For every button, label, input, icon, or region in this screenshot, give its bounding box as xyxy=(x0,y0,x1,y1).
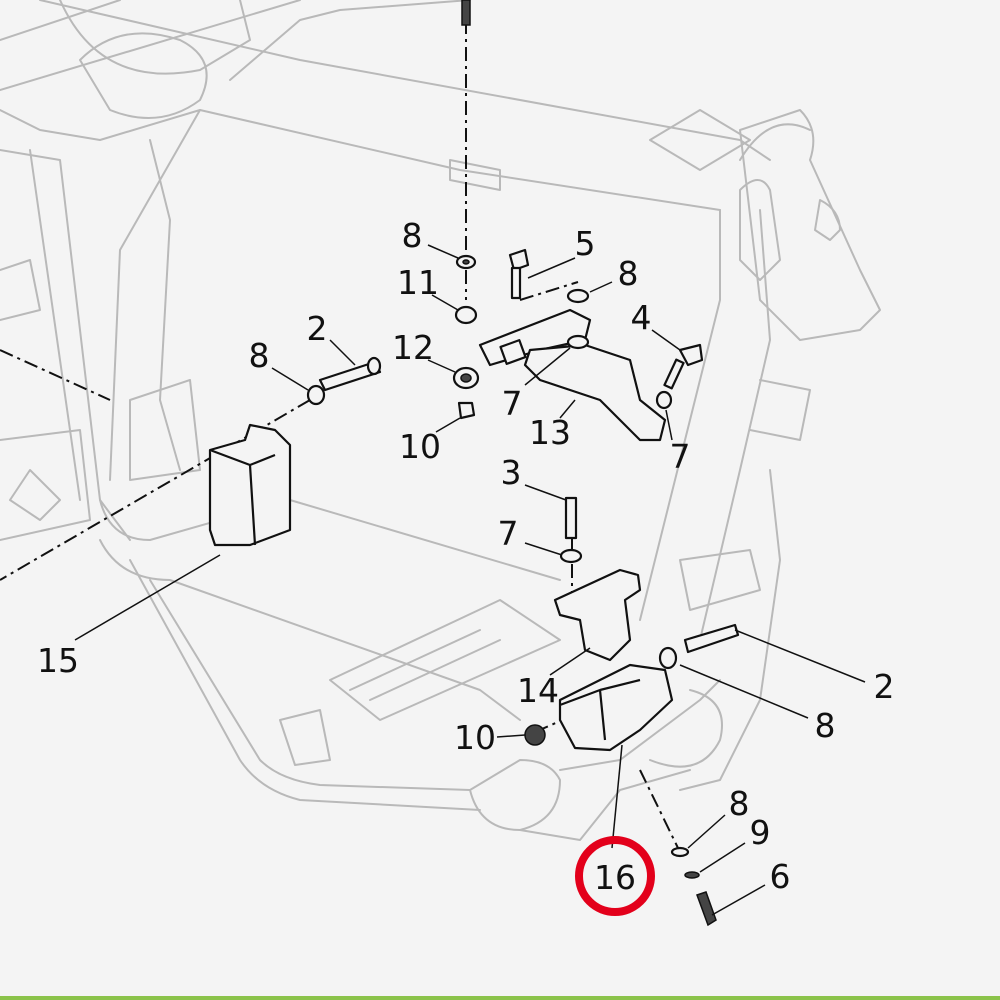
callout-10: 10 xyxy=(454,718,496,757)
callout-11: 11 xyxy=(397,263,439,302)
callout-6: 6 xyxy=(770,857,791,896)
callout-16: 16 xyxy=(594,858,636,897)
callout-10: 10 xyxy=(399,427,441,466)
callout-4: 4 xyxy=(631,298,652,337)
callout-3: 3 xyxy=(501,453,522,492)
callout-8: 8 xyxy=(249,336,270,375)
highlight-circle xyxy=(575,836,655,916)
callout-2: 2 xyxy=(307,309,328,348)
leader-lines xyxy=(74,244,866,916)
callout-14: 14 xyxy=(517,671,559,710)
callout-8: 8 xyxy=(729,784,750,823)
callout-8: 8 xyxy=(618,254,639,293)
callout-8: 8 xyxy=(815,706,836,745)
callout-5: 5 xyxy=(575,224,596,263)
callout-7: 7 xyxy=(498,514,519,553)
callout-2: 2 xyxy=(874,667,895,706)
callout-13: 13 xyxy=(529,413,571,452)
callouts: 8 5 8 11 4 2 12 8 7 13 10 7 3 7 15 2 14 … xyxy=(37,216,895,897)
motorcycle-frame xyxy=(0,0,881,841)
parts xyxy=(208,0,740,927)
accent-bar xyxy=(0,996,1000,1000)
callout-7: 7 xyxy=(502,384,523,423)
callout-7: 7 xyxy=(670,437,691,476)
callout-9: 9 xyxy=(750,813,771,852)
callout-15: 15 xyxy=(37,641,79,680)
callout-12: 12 xyxy=(392,328,434,367)
callout-8: 8 xyxy=(402,216,423,255)
